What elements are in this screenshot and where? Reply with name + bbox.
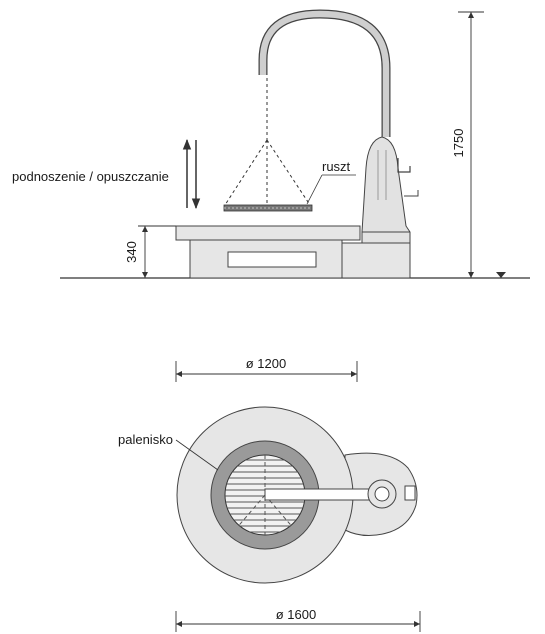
table-top <box>175 225 361 241</box>
ground-level-marker <box>496 272 506 278</box>
outer-diameter-label: ø 1600 <box>276 607 316 622</box>
total-height-label: 1750 <box>451 129 466 158</box>
hearth-leader <box>175 439 219 471</box>
lift-label: podnoszenie / opuszczanie <box>12 169 169 184</box>
hearth-label: palenisko <box>118 432 173 447</box>
lifting-arm <box>258 9 391 137</box>
base-side-block <box>341 242 411 279</box>
base-opening <box>227 251 317 268</box>
column-clamp <box>404 485 416 501</box>
plan-view: ø 1200 <box>118 356 421 632</box>
arm-plan <box>264 488 386 501</box>
column-plan-inner <box>374 486 390 502</box>
grate-hanger <box>224 78 311 206</box>
base-height-label: 340 <box>124 241 139 263</box>
grate-label: ruszt <box>322 159 351 174</box>
crank-handle <box>397 158 411 173</box>
side-view: ruszt podnoszenie / opuszczanie 340 1750 <box>12 9 530 279</box>
inner-diameter-label: ø 1200 <box>246 356 286 371</box>
